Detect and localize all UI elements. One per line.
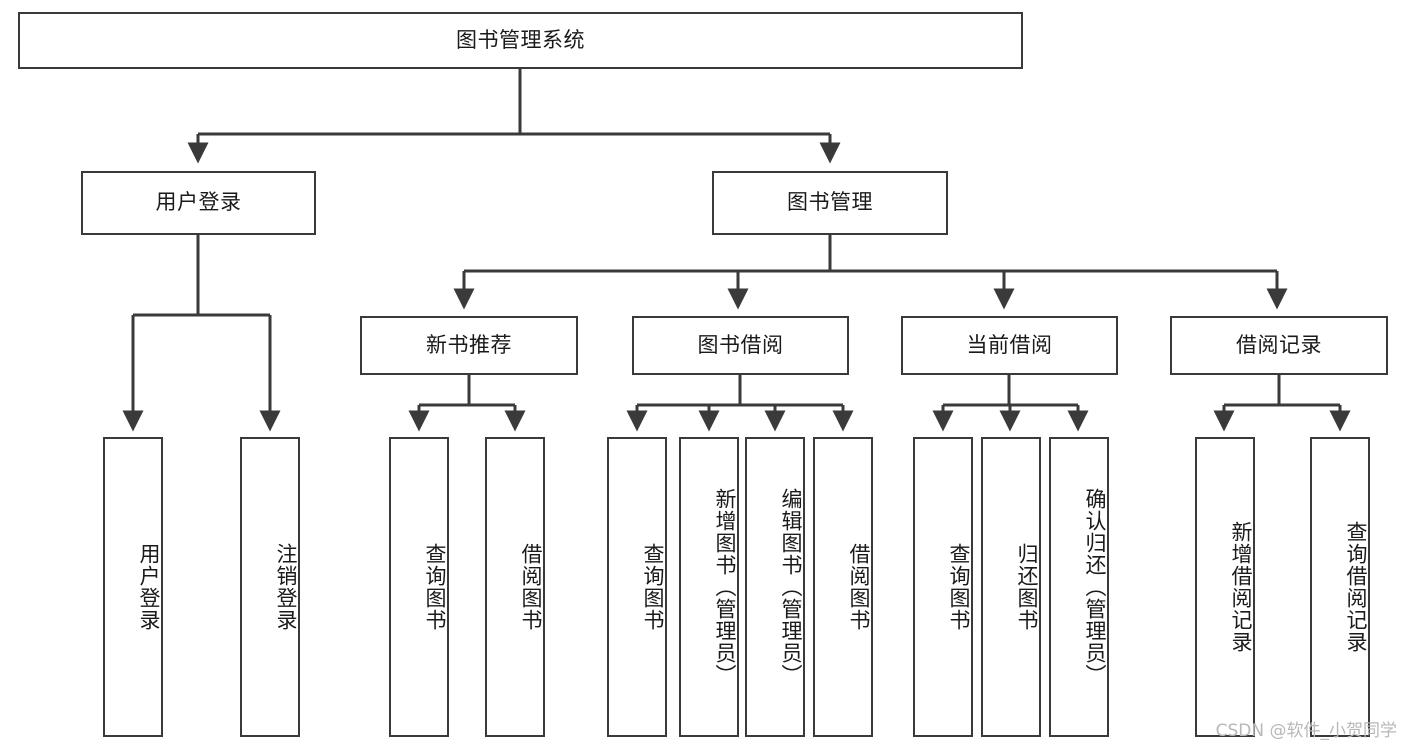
- node-label: 借阅图书: [519, 543, 543, 631]
- node-label: 查询图书: [641, 543, 665, 631]
- leaf-borrow-book-recommend[interactable]: 借阅图书: [485, 437, 545, 737]
- leaf-query-book-recommend[interactable]: 查询图书: [389, 437, 449, 737]
- node-label: 确认归还（管理员）: [1083, 488, 1107, 686]
- node-new-book-rec[interactable]: 新书推荐: [360, 316, 578, 375]
- leaf-logout-login[interactable]: 注销登录: [240, 437, 300, 737]
- node-book-management-system[interactable]: 图书管理系统: [18, 12, 1023, 69]
- node-label: 查询借阅记录: [1344, 521, 1368, 653]
- leaf-query-book-borrow[interactable]: 查询图书: [607, 437, 667, 737]
- node-label: 新增借阅记录: [1229, 521, 1253, 653]
- node-label: 查询图书: [947, 543, 971, 631]
- node-book-manage[interactable]: 图书管理: [712, 171, 948, 235]
- leaf-user-login[interactable]: 用户登录: [103, 437, 163, 737]
- node-label: 图书借阅: [697, 332, 784, 357]
- leaf-add-book-admin[interactable]: 新增图书（管理员）: [679, 437, 739, 737]
- node-label: 图书管理系统: [456, 27, 585, 52]
- node-label: 新增图书（管理员）: [713, 488, 737, 686]
- node-current-borrow[interactable]: 当前借阅: [901, 316, 1118, 375]
- node-label: 借阅图书: [847, 543, 871, 631]
- node-label: 图书管理: [787, 190, 873, 215]
- leaf-edit-book-admin[interactable]: 编辑图书（管理员）: [745, 437, 805, 737]
- leaf-query-book-current[interactable]: 查询图书: [913, 437, 973, 737]
- node-label: 注销登录: [274, 543, 298, 631]
- node-user-login[interactable]: 用户登录: [81, 171, 316, 235]
- node-borrow-record[interactable]: 借阅记录: [1170, 316, 1388, 375]
- node-book-borrow[interactable]: 图书借阅: [632, 316, 849, 375]
- csdn-watermark: CSDN @软件_小贺同学: [1215, 721, 1397, 741]
- leaf-borrow-book[interactable]: 借阅图书: [813, 437, 873, 737]
- node-label: 借阅记录: [1236, 332, 1322, 357]
- leaf-confirm-return-admin[interactable]: 确认归还（管理员）: [1049, 437, 1109, 737]
- leaf-return-book[interactable]: 归还图书: [981, 437, 1041, 737]
- node-label: 当前借阅: [966, 332, 1053, 357]
- node-label: 归还图书: [1015, 543, 1039, 631]
- leaf-add-borrow-record[interactable]: 新增借阅记录: [1195, 437, 1255, 737]
- node-label: 编辑图书（管理员）: [779, 488, 803, 686]
- node-label: 用户登录: [137, 543, 161, 631]
- node-label: 查询图书: [423, 543, 447, 631]
- leaf-query-borrow-record[interactable]: 查询借阅记录: [1310, 437, 1370, 737]
- node-label: 新书推荐: [426, 332, 512, 357]
- node-label: 用户登录: [155, 190, 242, 215]
